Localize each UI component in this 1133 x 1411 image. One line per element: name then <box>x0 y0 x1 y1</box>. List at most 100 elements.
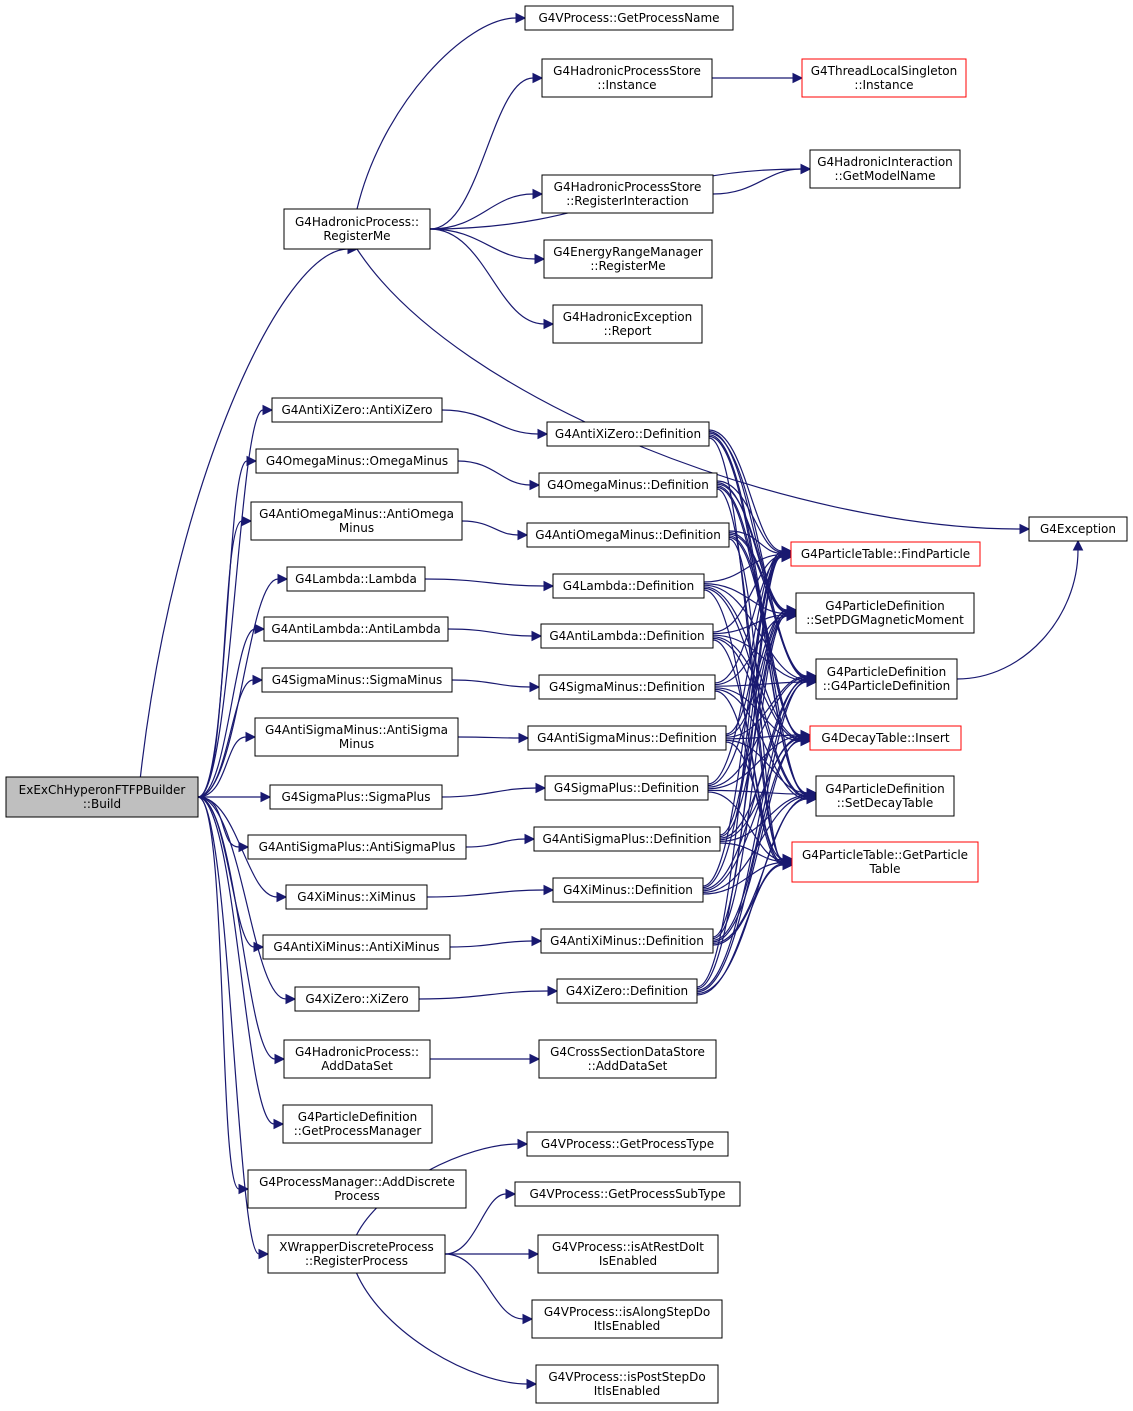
node-label: ::Build <box>83 797 121 811</box>
node-tls-instance[interactable]: G4ThreadLocalSingleton::Instance <box>801 58 967 98</box>
node-lam[interactable]: G4Lambda::Lambda <box>286 566 426 592</box>
node-sp[interactable]: G4SigmaPlus::SigmaPlus <box>269 784 443 810</box>
node-label: G4Exception <box>1040 522 1116 536</box>
node-vp-getname[interactable]: G4VProcess::GetProcessName <box>524 5 734 31</box>
edge-line <box>447 628 533 637</box>
node-xz-def[interactable]: G4XiZero::Definition <box>556 978 698 1004</box>
node-pd-setpdg[interactable]: G4ParticleDefinition::SetPDGMagneticMome… <box>795 592 975 634</box>
edge-xw_regproc-to-vp_atrest <box>445 1248 540 1260</box>
node-axz-def[interactable]: G4AntiXiZero::Definition <box>546 421 710 447</box>
edge-arrowhead <box>806 676 818 688</box>
edge-root-to-alam <box>197 623 266 798</box>
edge-line <box>429 77 534 230</box>
node-label: G4VProcess::GetProcessName <box>538 11 719 25</box>
node-axm-def[interactable]: G4AntiXiMinus::Definition <box>540 928 714 954</box>
node-pt-find[interactable]: G4ParticleTable::FindParticle <box>790 541 981 567</box>
node-aom[interactable]: G4AntiOmegaMinus::AntiOmegaMinus <box>250 501 463 541</box>
edge-arrowhead <box>543 884 555 896</box>
node-box <box>254 717 459 757</box>
node-hp-adddataset[interactable]: G4HadronicProcess::AddDataSet <box>283 1039 431 1079</box>
node-box <box>535 1364 719 1404</box>
node-vp-gettype[interactable]: G4VProcess::GetProcessType <box>526 1131 729 1157</box>
node-dt-insert[interactable]: G4DecayTable::Insert <box>809 725 962 751</box>
edge-root-to-hp_adddataset <box>197 796 286 1065</box>
edge-line <box>355 1272 528 1385</box>
node-xw-regproc[interactable]: XWrapperDiscreteProcess::RegisterProcess <box>267 1234 446 1274</box>
edge-arrowhead <box>528 1248 540 1260</box>
node-pd-setdecay[interactable]: G4ParticleDefinition::SetDecayTable <box>815 775 955 817</box>
node-box <box>541 58 713 98</box>
node-label: ::Instance <box>597 78 656 92</box>
edge-line <box>719 794 808 842</box>
edge-line <box>197 520 243 798</box>
node-box <box>283 208 431 250</box>
node-label: ::RegisterMe <box>590 259 665 273</box>
node-sp-def[interactable]: G4SigmaPlus::Definition <box>544 775 709 801</box>
edge-root-to-pd_getpm <box>197 796 285 1130</box>
edge-line <box>418 990 549 1000</box>
node-box <box>538 472 718 498</box>
edge-line <box>707 735 802 790</box>
node-aom-def[interactable]: G4AntiOmegaMinus::Definition <box>526 522 730 548</box>
node-box <box>538 674 716 700</box>
node-sm[interactable]: G4SigmaMinus::SigmaMinus <box>261 667 453 693</box>
node-xm[interactable]: G4XiMinus::XiMinus <box>285 884 428 910</box>
node-g4exception[interactable]: G4Exception <box>1028 516 1128 542</box>
edge-arrowhead <box>1072 539 1084 551</box>
edge-xw_regproc-to-vp_getsubtype <box>444 1188 517 1255</box>
edge-line <box>696 740 802 993</box>
edge-arrowhead <box>526 1378 538 1390</box>
node-om[interactable]: G4OmegaMinus::OmegaMinus <box>255 448 459 474</box>
edge-line <box>707 676 808 788</box>
node-hps-reginter[interactable]: G4HadronicProcessStore::RegisterInteract… <box>541 174 714 214</box>
node-root[interactable]: ExExChHyperonFTFPBuilder::Build <box>5 776 199 818</box>
node-alam[interactable]: G4AntiLambda::AntiLambda <box>263 616 449 642</box>
node-box <box>815 775 955 817</box>
node-label: ::Report <box>604 324 652 338</box>
node-box <box>556 978 698 1004</box>
node-sm-def[interactable]: G4SigmaMinus::Definition <box>538 674 716 700</box>
edge-arrowhead <box>806 793 818 805</box>
node-lam-def[interactable]: G4Lambda::Definition <box>552 573 705 599</box>
node-om-def[interactable]: G4OmegaMinus::Definition <box>538 472 718 498</box>
node-label: G4HadronicProcess:: <box>295 1045 419 1059</box>
node-box <box>255 448 459 474</box>
node-label: G4AntiSigmaMinus::Definition <box>537 731 717 745</box>
node-axz[interactable]: G4AntiXiZero::AntiXiZero <box>271 397 443 423</box>
edge-line <box>356 248 1021 530</box>
node-box <box>1028 516 1128 542</box>
node-hi-getmodel[interactable]: G4HadronicInteraction::GetModelName <box>809 149 961 189</box>
edge-xz-to-xz_def <box>418 985 559 1000</box>
node-label: ::AddDataSet <box>588 1059 668 1073</box>
edge-line <box>696 615 788 990</box>
node-asp-def[interactable]: G4AntiSigmaPlus::Definition <box>533 826 721 852</box>
node-vp-getsubtype[interactable]: G4VProcess::GetProcessSubType <box>514 1181 741 1207</box>
node-box <box>269 784 443 810</box>
node-xz[interactable]: G4XiZero::XiZero <box>294 986 420 1012</box>
edge-line <box>716 482 788 612</box>
node-hps-instance[interactable]: G4HadronicProcessStore::Instance <box>541 58 713 98</box>
node-hp-registerme[interactable]: G4HadronicProcess::RegisterMe <box>283 208 431 250</box>
node-asp[interactable]: G4AntiSigmaPlus::AntiSigmaPlus <box>247 834 467 860</box>
node-csds-adddataset[interactable]: G4CrossSectionDataStore::AddDataSet <box>538 1039 717 1079</box>
node-pd-getpm[interactable]: G4ParticleDefinition::GetProcessManager <box>282 1104 433 1144</box>
node-pd-ctor[interactable]: G4ParticleDefinition::G4ParticleDefiniti… <box>815 658 958 700</box>
edge-arrowhead <box>547 985 559 997</box>
node-label: G4ProcessManager::AddDiscrete <box>259 1175 455 1189</box>
node-axm[interactable]: G4AntiXiMinus::AntiXiMinus <box>262 934 451 960</box>
edge-line <box>696 681 808 991</box>
node-asm-def[interactable]: G4AntiSigmaMinus::Definition <box>527 725 727 751</box>
node-alam-def[interactable]: G4AntiLambda::Definition <box>540 623 714 649</box>
node-erm-registerme[interactable]: G4EnergyRangeManager::RegisterMe <box>543 239 713 279</box>
node-he-report[interactable]: G4HadronicException::Report <box>552 304 703 344</box>
edge-line <box>712 863 784 946</box>
node-asm[interactable]: G4AntiSigmaMinus::AntiSigmaMinus <box>254 717 459 757</box>
edge-hp_registerme-to-hps_reginter <box>429 188 544 230</box>
node-xm-def[interactable]: G4XiMinus::Definition <box>552 877 704 903</box>
node-box <box>247 834 467 860</box>
